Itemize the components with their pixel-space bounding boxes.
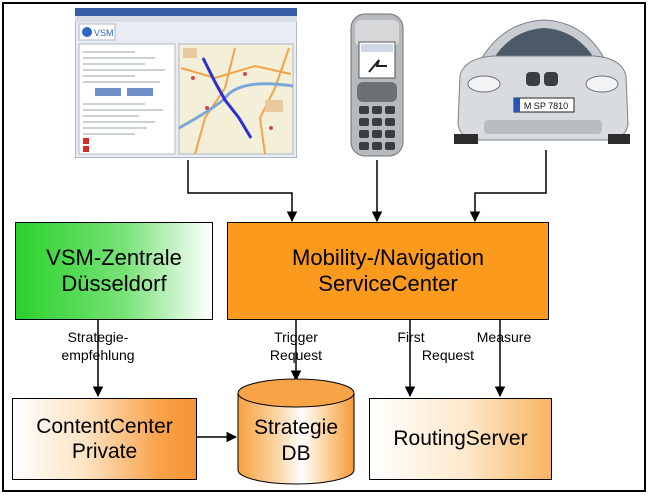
strategie-db-line2: DB	[281, 442, 311, 465]
vsm-zentrale-line2: Düsseldorf	[61, 271, 167, 296]
edge-label-trigger-request: Trigger Request	[260, 328, 332, 364]
trigger-request-line2: Request	[269, 347, 323, 363]
routingserver-box: RoutingServer	[369, 398, 552, 480]
msc-line2: ServiceCenter	[318, 271, 458, 296]
edge-label-request: Request	[421, 347, 475, 363]
contentcenter-line2: Private	[71, 440, 138, 463]
contentcenter-private-box: ContentCenter Private	[12, 398, 197, 480]
diagram-frame	[2, 2, 646, 492]
arrow-web-to-msc	[187, 160, 298, 223]
strategieempfehlung-line2: empfehlung	[61, 347, 135, 363]
car-license-plate-text: M SP 7810	[524, 101, 568, 111]
routingserver-label: RoutingServer	[393, 427, 528, 451]
car-image: M SP 7810	[454, 19, 630, 144]
contentcenter-line1: ContentCenter	[36, 414, 173, 438]
msc-line1: Mobility-/Navigation	[292, 244, 484, 270]
map-logo-text: VSM	[94, 28, 114, 38]
trigger-request-line1: Trigger	[274, 329, 318, 345]
strategieempfehlung-line1: Strategie-	[67, 329, 129, 345]
edge-label-first: First	[397, 329, 425, 345]
mobile-phone-image	[350, 13, 404, 157]
vsm-zentrale-line1: VSM-Zentrale	[46, 244, 182, 270]
web-map-screenshot: VSM	[75, 8, 297, 158]
edge-label-strategieempfehlung: Strategie- empfehlung	[58, 328, 138, 364]
mobility-navigation-servicecenter-box: Mobility-/Navigation ServiceCenter	[227, 222, 549, 320]
edge-label-measure: Measure	[476, 329, 532, 345]
strategie-db-line1: Strategie	[253, 416, 339, 439]
vsm-zentrale-box: VSM-Zentrale Düsseldorf	[15, 222, 213, 320]
arrow-car-to-msc	[469, 150, 547, 223]
strategie-db-label: Strategie DB	[238, 415, 354, 467]
